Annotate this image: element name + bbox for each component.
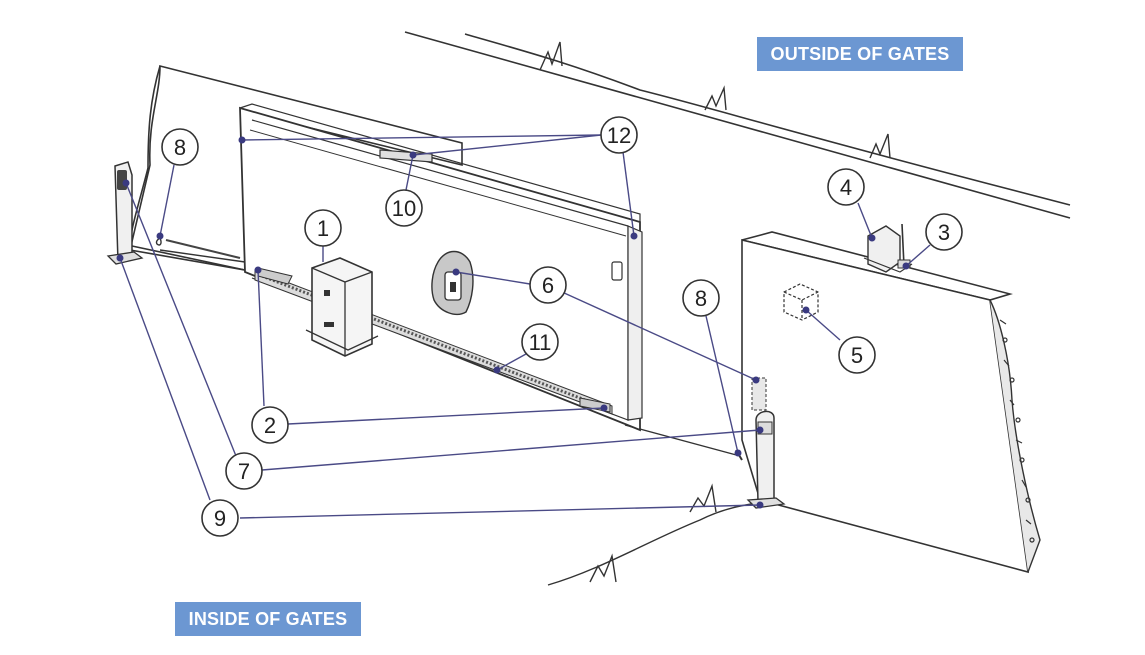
right-wall — [741, 231, 1041, 574]
callout-3: 3 — [925, 213, 963, 251]
inside-of-gates-label: INSIDE OF GATES — [175, 602, 361, 636]
callout-3-label: 3 — [938, 220, 950, 245]
driveway-edges — [159, 249, 761, 586]
callout-6: 6 — [529, 266, 567, 304]
callout-8-right: 8 — [682, 279, 720, 317]
callout-2: 2 — [251, 406, 289, 444]
callout-6-label: 6 — [542, 273, 554, 298]
gate-key-switch — [611, 261, 623, 281]
callout-8-left-label: 8 — [174, 135, 186, 160]
key-selector-rock — [431, 250, 474, 316]
callout-7: 7 — [225, 452, 263, 490]
callout-8-right-label: 8 — [695, 286, 707, 311]
leader-dots — [116, 136, 910, 509]
callout-12-label: 12 — [607, 123, 631, 148]
callout-4-label: 4 — [840, 175, 852, 200]
callout-10: 10 — [385, 189, 423, 227]
safety-edge-left — [155, 237, 241, 259]
callout-8-left: 8 — [161, 128, 199, 166]
wall-photocell — [751, 377, 767, 411]
callout-1: 1 — [304, 209, 342, 247]
callout-11-label: 11 — [529, 330, 552, 355]
callout-2-label: 2 — [264, 413, 276, 438]
junction-box — [783, 283, 819, 321]
callout-9: 9 — [201, 499, 239, 537]
callout-5-label: 5 — [851, 343, 863, 368]
callout-10-label: 10 — [392, 196, 416, 221]
leader-lines — [119, 134, 931, 519]
callout-11: 11 — [521, 323, 559, 361]
motor-unit — [305, 257, 379, 357]
callout-7-label: 7 — [238, 459, 250, 484]
callout-5: 5 — [838, 336, 876, 374]
callout-1-label: 1 — [317, 216, 329, 241]
callout-12: 12 — [600, 116, 638, 154]
callout-4: 4 — [827, 168, 865, 206]
callout-9-label: 9 — [214, 506, 226, 531]
outside-ground — [404, 31, 1071, 219]
outside-of-gates-label: OUTSIDE OF GATES — [757, 37, 963, 71]
